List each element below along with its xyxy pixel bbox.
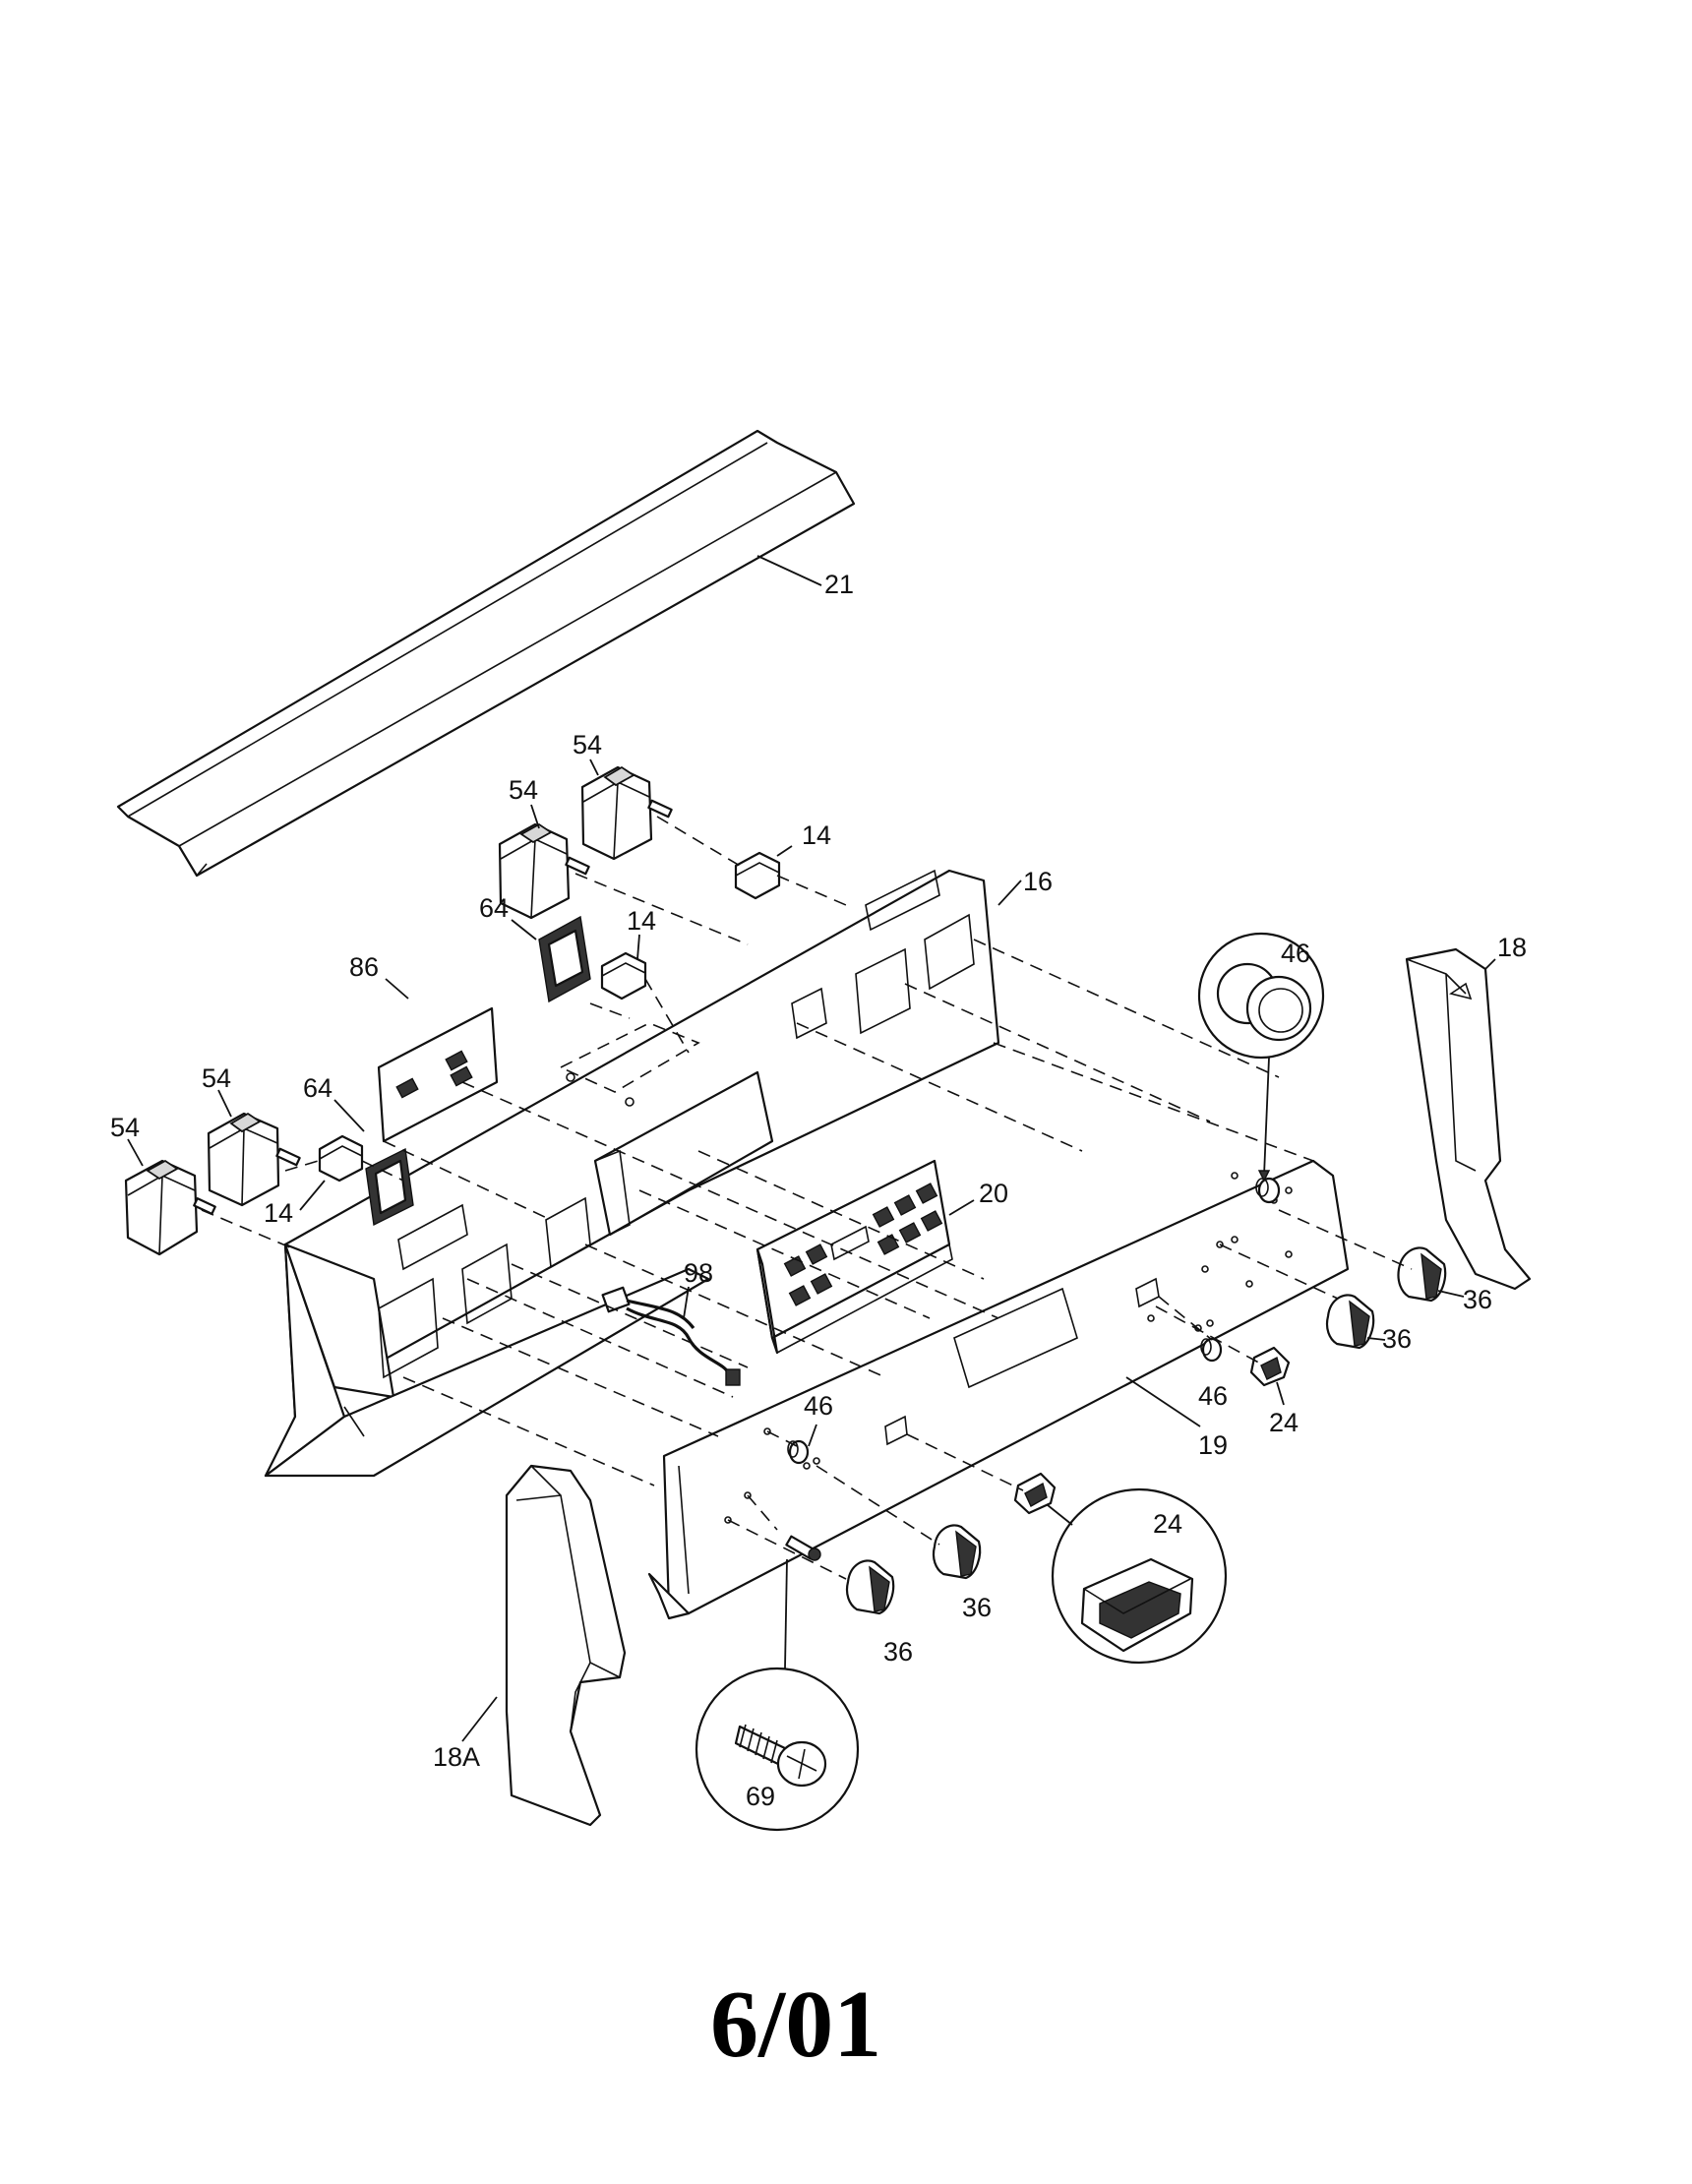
- control-board-part-20: [755, 1159, 975, 1355]
- callout-18: 18: [1497, 933, 1527, 962]
- rocker-switch-part-24-a: [1249, 1346, 1291, 1406]
- callout-54-b: 54: [202, 1063, 231, 1093]
- knob-part-36-d: [845, 1559, 895, 1615]
- gasket-part-64-a: [333, 1099, 414, 1227]
- detail-circle-69: [695, 1558, 860, 1832]
- switch-part-54-b: [207, 1089, 301, 1207]
- bushing-part-46-c: [787, 1424, 817, 1465]
- switch-part-54-a: [124, 1138, 216, 1256]
- callout-64-a: 64: [303, 1073, 332, 1103]
- callout-64-b: 64: [479, 893, 509, 923]
- front-panel-part-19: [647, 1159, 1350, 1620]
- knob-part-36-a: [1397, 1246, 1465, 1303]
- callout-36-b: 36: [1382, 1324, 1412, 1354]
- switch-part-54-c: [498, 804, 590, 920]
- relay-part-14-b: [600, 934, 647, 1001]
- callout-20: 20: [979, 1179, 1008, 1208]
- callout-36-d: 36: [883, 1637, 913, 1667]
- callout-16: 16: [1023, 867, 1053, 896]
- callout-46-b: 46: [1198, 1381, 1228, 1411]
- gasket-part-64-b: [511, 915, 591, 1003]
- screw-small: [785, 1535, 821, 1561]
- callout-98: 98: [684, 1258, 713, 1288]
- knob-part-36-b: [1325, 1294, 1386, 1350]
- callout-46-c: 46: [804, 1391, 833, 1421]
- date-stamp: 6/01: [710, 1972, 881, 2078]
- switch-part-54-d: [580, 758, 673, 861]
- callout-54-a: 54: [110, 1113, 140, 1142]
- trim-part-21: [116, 429, 856, 878]
- callout-54-c: 54: [509, 775, 538, 805]
- callout-21: 21: [824, 570, 854, 599]
- relay-board-part-86: [377, 978, 499, 1143]
- rocker-switch-part-24-b: [1013, 1472, 1057, 1515]
- detail-circle-24: [1047, 1487, 1228, 1665]
- detail-circle-46: [1197, 932, 1325, 1183]
- callout-14-b: 14: [627, 906, 656, 936]
- callout-36-a: 36: [1463, 1285, 1492, 1314]
- callout-14-c: 14: [802, 820, 831, 850]
- callout-19: 19: [1198, 1430, 1228, 1460]
- back-panel-part-16: [264, 869, 1022, 1478]
- relay-part-14-a: [299, 1134, 364, 1211]
- callouts: 21 16 18 18A 19 20 98 86 69 54 54 54 54 …: [110, 570, 1527, 1811]
- end-cap-part-18a: [461, 1464, 627, 1827]
- bushing-part-46-a: [1255, 1177, 1281, 1204]
- callout-24-a: 24: [1269, 1408, 1299, 1437]
- relay-part-14-c: [734, 845, 793, 900]
- knob-part-36-c: [932, 1524, 982, 1580]
- callout-46-a: 46: [1281, 939, 1310, 968]
- callout-69: 69: [746, 1782, 775, 1811]
- end-cap-part-18: [1405, 947, 1532, 1291]
- callout-24-b: 24: [1153, 1509, 1182, 1539]
- callout-14-a: 14: [264, 1198, 293, 1228]
- callout-18a: 18A: [433, 1742, 480, 1772]
- callout-36-c: 36: [962, 1593, 992, 1622]
- bushing-part-46-b: [1200, 1337, 1223, 1363]
- assembly-lines: [201, 816, 1413, 1580]
- callout-54-d: 54: [573, 730, 602, 759]
- wire-harness-part-98: [601, 1286, 741, 1386]
- callout-86: 86: [349, 952, 379, 982]
